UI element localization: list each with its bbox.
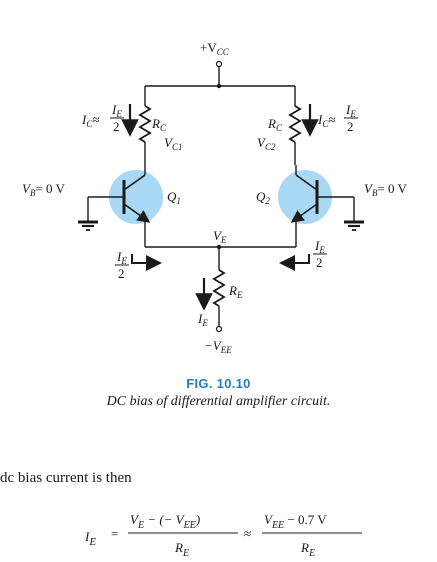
equation-denominator-2: RE [300, 540, 315, 559]
equation-approx: ≈ [244, 526, 251, 541]
vb-left-label: VB= 0 V [22, 181, 66, 198]
figure-number: FIG. 10.10 [186, 376, 251, 391]
ve-label: VE [213, 228, 227, 245]
differential-amplifier-circuit: +VCC RC RC VC1 VC2 IC≈ IE 2 IC≈ IE 2 [22, 40, 408, 355]
left-collector-resistor [138, 86, 152, 165]
equation-numerator-2: VEE − 0.7 V [264, 512, 327, 531]
vc2-label: VC2 [257, 135, 276, 152]
figure-caption: DC bias of differential amplifier circui… [106, 394, 331, 409]
equation-numerator-1: VE − (− VEE) [130, 512, 200, 531]
svg-text:IC≈: IC≈ [81, 112, 100, 129]
re-label: RE [228, 283, 243, 300]
ie-half-right-arrow [279, 254, 310, 271]
ic-right-label: IC≈ IE 2 [317, 102, 358, 134]
vcc-label: +VCC [200, 40, 230, 57]
svg-text:IE: IE [111, 102, 122, 119]
svg-text:IE: IE [345, 102, 356, 119]
ie-half-left-arrow [131, 254, 162, 271]
rc-right-label: RC [267, 116, 283, 133]
body-text: dc bias current is then [0, 470, 132, 486]
q1-transistor [88, 165, 163, 247]
ic-left-label: IC≈ IE 2 [81, 102, 124, 134]
ie-half-left-label: IE 2 [115, 249, 129, 281]
svg-text:2: 2 [347, 119, 354, 134]
vb-right-label: VB= 0 V [364, 181, 408, 198]
equation-lhs: IE [84, 529, 96, 548]
left-ground-icon [78, 197, 98, 231]
right-collector-resistor [288, 86, 302, 165]
rc-left-label: RC [151, 116, 167, 133]
vcc-terminal [215, 60, 223, 89]
emitter-resistor [212, 247, 226, 333]
ie-label: IE [197, 311, 208, 328]
equation-equals: = [111, 526, 118, 541]
svg-text:IE: IE [314, 238, 325, 255]
svg-text:2: 2 [316, 255, 323, 270]
equation-denominator-1: RE [174, 540, 189, 559]
q1-label: Q1 [167, 189, 181, 206]
svg-text:2: 2 [118, 266, 125, 281]
svg-text:IE: IE [116, 249, 127, 266]
q2-transistor [278, 165, 354, 247]
right-ground-icon [344, 197, 364, 231]
q2-label: Q2 [256, 189, 270, 206]
svg-text:2: 2 [113, 119, 120, 134]
ie-half-right-label: IE 2 [313, 238, 327, 270]
svg-text:IC≈: IC≈ [317, 112, 336, 129]
vc1-label: VC1 [164, 135, 182, 152]
ie-equation: IE = VE − (− VEE) RE ≈ VEE − 0.7 V RE [84, 512, 362, 559]
vee-label: −VEE [204, 338, 232, 355]
